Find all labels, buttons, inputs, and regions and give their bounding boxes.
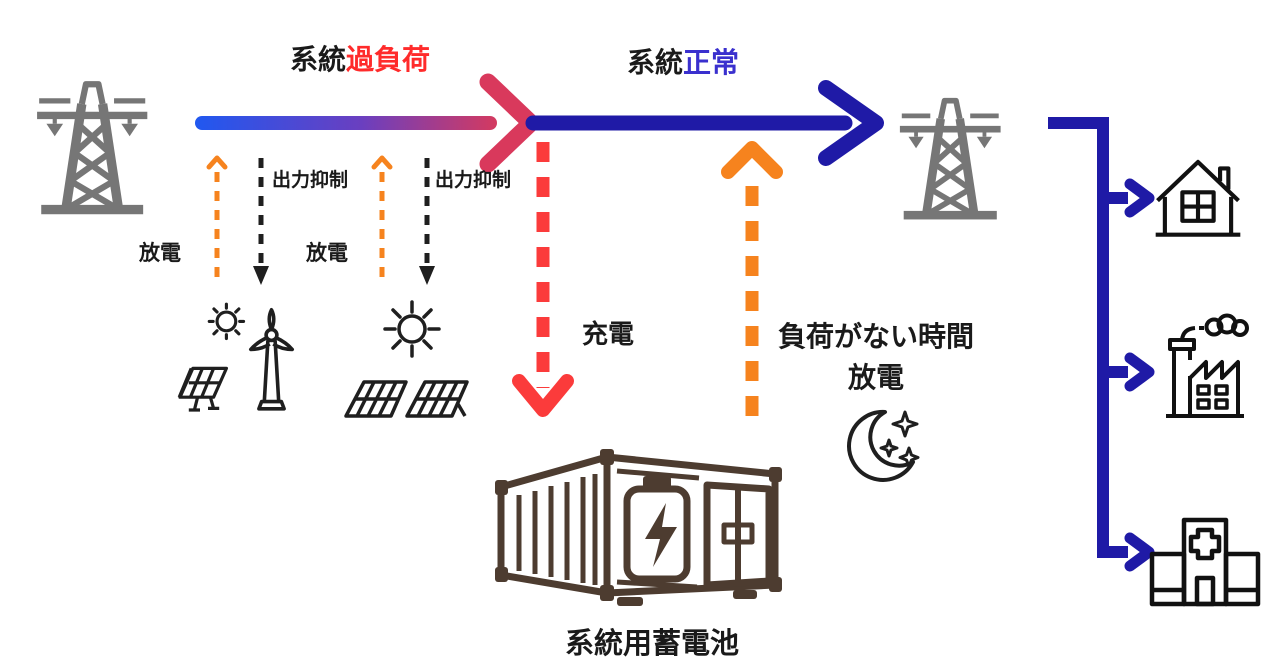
branch-arrowhead-house-icon — [1124, 178, 1155, 218]
grid-overload-arrow — [195, 73, 540, 173]
no-load-line2: 放電 — [847, 361, 904, 394]
curtailment-label-2: 出力抑制 — [435, 169, 512, 191]
grid-normal-label: 系統正常 — [627, 48, 739, 77]
normal-arrowhead-icon — [818, 80, 884, 166]
moon-stars-icon — [847, 409, 920, 482]
discharge-arrowhead-icon — [721, 141, 783, 179]
down-arrowhead-icon — [253, 266, 269, 285]
factory-icon — [1166, 313, 1249, 418]
factory-windows — [1196, 384, 1229, 410]
transmission-tower-right-icon — [899, 97, 1001, 220]
discharge-label-1: 放電 — [139, 241, 181, 265]
house-icon — [1155, 159, 1241, 237]
branch-arrowhead-hospital-icon — [1124, 532, 1155, 572]
hospital-icon — [1149, 517, 1261, 607]
curtailment-label-1: 出力抑制 — [272, 169, 349, 191]
night-discharge-arrow — [721, 141, 783, 424]
grid-overload-label: 系統過負荷 — [290, 45, 430, 74]
connector-trunk — [1048, 117, 1128, 558]
branch-arrowhead-factory-icon — [1124, 352, 1155, 392]
grid-normal-arrow — [525, 80, 884, 166]
grid-overload-label-accent: 過負荷 — [346, 43, 431, 76]
down-arrowhead-icon — [419, 266, 435, 285]
renewable-discharge-arrow-1 — [206, 155, 228, 286]
curtailment-arrow-1 — [253, 158, 269, 285]
discharge-label-2: 放電 — [306, 241, 348, 265]
transmission-tower-left-icon — [37, 81, 148, 215]
wind-turbine-icon — [249, 308, 295, 411]
no-load-line1: 負荷がない時間 — [777, 320, 974, 353]
solar-array-right-icon — [344, 380, 469, 418]
up-arrowhead-icon — [371, 155, 393, 170]
grid-normal-label-accent: 正常 — [683, 46, 740, 79]
no-load-discharge-label: 負荷がない時間 放電 — [770, 316, 982, 398]
grid-overload-label-plain: 系統 — [290, 43, 347, 76]
renewable-discharge-arrow-2 — [371, 155, 393, 286]
sun-left-icon — [207, 302, 246, 341]
solar-panel-left-icon — [177, 366, 229, 412]
curtailment-arrow-2 — [419, 158, 435, 285]
battery-container-icon — [495, 449, 782, 606]
charge-arrow — [512, 142, 574, 417]
sun-right-icon — [383, 300, 441, 358]
container-corner-brackets — [495, 449, 782, 606]
battery-caption: 系統用蓄電池 — [564, 626, 739, 660]
distribution-connector — [1048, 117, 1155, 572]
up-arrowhead-icon — [206, 155, 228, 170]
charge-label: 充電 — [582, 320, 635, 350]
grid-normal-label-plain: 系統 — [627, 46, 684, 79]
charge-arrowhead-icon — [512, 374, 574, 417]
